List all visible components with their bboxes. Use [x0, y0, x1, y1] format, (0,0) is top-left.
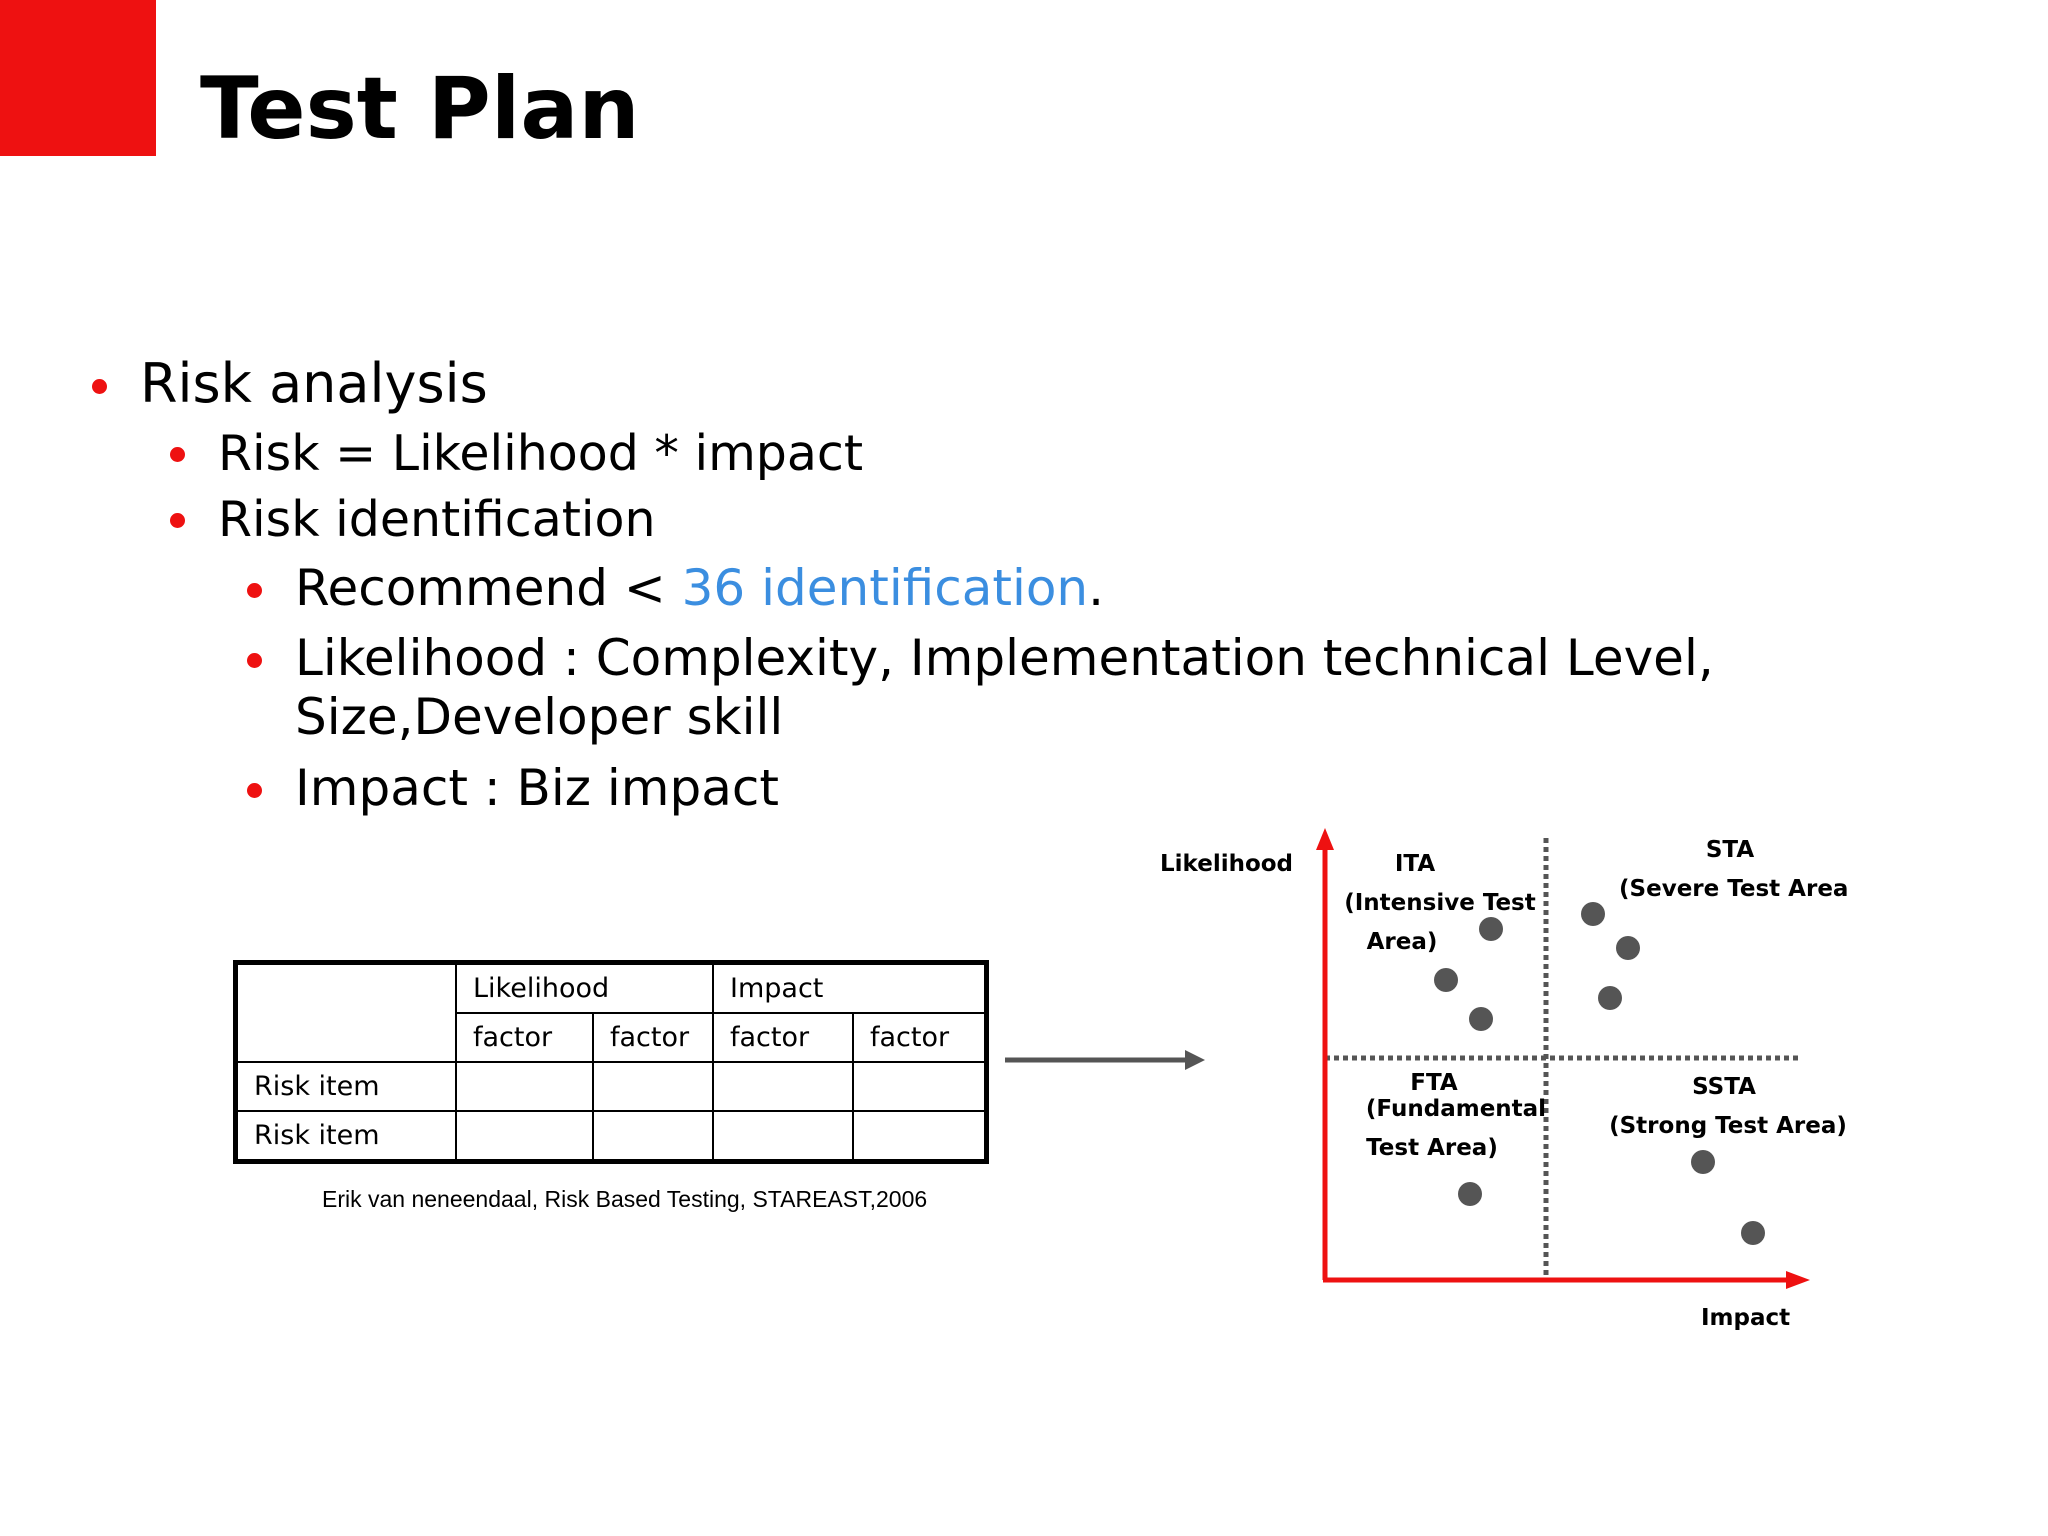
title-accent-block [0, 0, 156, 156]
table-cell [455, 1061, 594, 1112]
bullet-text: Size,Developer skill [295, 688, 784, 746]
ssta-description: (Strong Test Area) [1609, 1113, 1847, 1139]
ita-label: ITA [1395, 851, 1435, 877]
citation: Erik van neneendaal, Risk Based Testing,… [322, 1186, 928, 1212]
bullet-risk-analysis: Risk analysis [92, 357, 488, 411]
bullet-text: Risk = Likelihood * impact [218, 425, 864, 482]
bullet-likelihood-continued: Size,Developer skill [295, 692, 783, 742]
risk-factor-table: Likelihood Impact factor factor factor f… [233, 960, 989, 1164]
bullet-risk-identification: Risk identification [170, 495, 656, 544]
risk-matrix-diagram: Likelihood Impact ITA (Intensive Test Ar… [1160, 828, 1850, 1331]
y-axis-label: Likelihood [1160, 851, 1293, 877]
sta-description: (Severe Test Area) [1619, 876, 1850, 902]
risk-item-dot [1691, 1150, 1715, 1174]
arrow-right-icon [1005, 1050, 1205, 1070]
table-factor-cell: factor [592, 1012, 714, 1063]
table-factor-cell: factor [852, 1012, 988, 1063]
risk-item-dot [1616, 936, 1640, 960]
table-factor-row: factor factor factor factor [236, 1012, 988, 1063]
table-cell [712, 1110, 854, 1163]
table-cell [592, 1110, 714, 1163]
table-header-impact: Impact [712, 961, 988, 1014]
risk-item-dot [1458, 1182, 1482, 1206]
table-cell [455, 1110, 594, 1163]
bullet-dot [170, 447, 185, 462]
bullet-dot [247, 783, 262, 798]
bullet-impact: Impact : Biz impact [247, 763, 779, 813]
table-row-label: Risk item [234, 1110, 457, 1163]
table-cell [712, 1061, 854, 1112]
bullet-likelihood: Likelihood : Complexity, Implementation … [247, 633, 1714, 683]
table-cell [592, 1061, 714, 1112]
risk-item-dot [1469, 1007, 1493, 1031]
bullet-text: Impact : Biz impact [295, 759, 779, 817]
risk-item-dot [1581, 902, 1605, 926]
table-header-likelihood: Likelihood [455, 961, 714, 1014]
bullet-dot [92, 379, 107, 394]
risk-item-dot [1434, 968, 1458, 992]
bullet-text: Recommend < [295, 559, 682, 617]
fta-description: (Fundamental [1366, 1096, 1546, 1122]
table-corner-cell [234, 961, 457, 1063]
fta-label: FTA [1410, 1070, 1458, 1096]
table-cell [852, 1110, 988, 1163]
ita-description-2: Area) [1367, 929, 1438, 955]
ssta-label: SSTA [1692, 1074, 1756, 1100]
page-title: Test Plan [200, 59, 640, 159]
risk-item-dot [1741, 1221, 1765, 1245]
table-header-row: Likelihood Impact [234, 961, 988, 1063]
bullet-text: Likelihood : Complexity, Implementation … [295, 629, 1714, 687]
bullet-text-end: . [1088, 559, 1105, 617]
table-row: Risk item [234, 1110, 988, 1163]
bullet-recommend: Recommend < 36 identification. [247, 563, 1104, 613]
table-row-label: Risk item [234, 1061, 457, 1112]
ita-description: (Intensive Test [1344, 890, 1536, 916]
fta-description-2: Test Area) [1366, 1135, 1498, 1161]
table-cell [852, 1061, 988, 1112]
x-axis-arrowhead [1786, 1271, 1810, 1289]
bullet-dot [247, 583, 262, 598]
bullet-dot [247, 653, 262, 668]
risk-item-dot [1598, 986, 1622, 1010]
risk-item-dot [1479, 917, 1503, 941]
sta-label: STA [1706, 837, 1754, 863]
x-axis-label: Impact [1701, 1305, 1790, 1331]
table-row: Risk item [234, 1061, 988, 1112]
bullet-text: Risk identification [218, 491, 656, 548]
bullet-dot [170, 513, 185, 528]
y-axis-arrowhead [1316, 828, 1334, 850]
bullet-text: Risk analysis [140, 352, 488, 415]
table-factor-cell: factor [455, 1012, 594, 1063]
bullet-risk-formula: Risk = Likelihood * impact [170, 429, 863, 478]
highlight-text: 36 identification [681, 559, 1089, 617]
table-factor-cell: factor [712, 1012, 854, 1063]
